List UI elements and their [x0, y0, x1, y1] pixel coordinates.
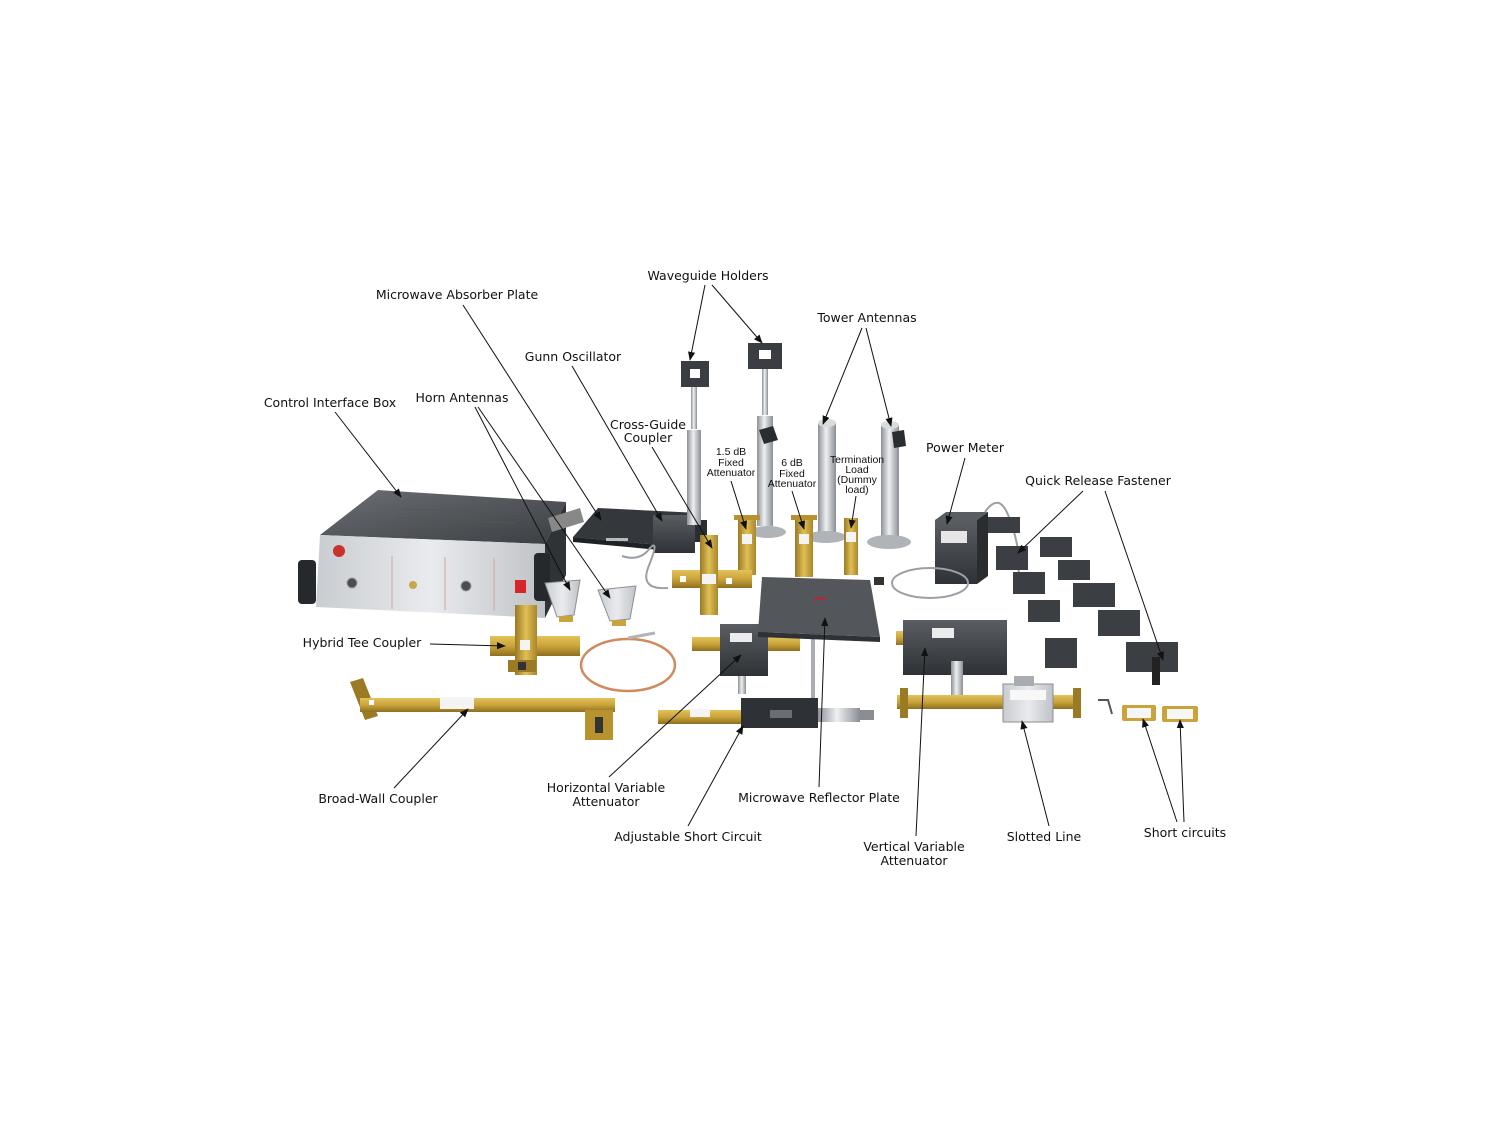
slotted-line-drawing [897, 676, 1113, 723]
horn-antennas-label: Horn Antennas [416, 390, 509, 405]
microwave-absorber-plate-label: Microwave Absorber Plate [376, 287, 539, 302]
cross-guide-coupler-drawing [672, 535, 752, 615]
control-interface-box-label: Control Interface Box [264, 395, 396, 410]
adjustable-short-circuit-label: Adjustable Short Circuit [614, 829, 762, 844]
waveguide-holders-label: Waveguide Holders [647, 268, 768, 283]
fixed-attenuator-6db-label-line2: Fixed [779, 468, 805, 480]
termination-load-label-line4: load) [845, 484, 868, 496]
slotted-line-label: Slotted Line [1007, 829, 1082, 844]
broad-wall-coupler-label: Broad-Wall Coupler [318, 791, 438, 806]
tower-antennas-label: Tower Antennas [816, 310, 916, 325]
horn-antennas-drawing [544, 579, 637, 626]
hybrid-tee-coupler-label: Hybrid Tee Coupler [303, 635, 423, 650]
leader-lines [334, 284, 1185, 837]
gunn-oscillator-label: Gunn Oscillator [525, 349, 622, 364]
cross-guide-coupler-label-line2: Coupler [624, 430, 673, 445]
short-circuits-label: Short circuits [1144, 825, 1226, 840]
fixed-attenuator-15db-label-line3: Attenuator [707, 467, 756, 479]
microwave-reflector-plate-label: Microwave Reflector Plate [738, 790, 900, 805]
fixed-attenuator-6db-label-line3: Attenuator [768, 478, 817, 490]
termination-load-label-line1: Termination [830, 454, 884, 466]
horizontal-variable-attenuator-label-line2: Attenuator [572, 794, 640, 809]
termination-load-label-line3: (Dummy [837, 474, 877, 486]
termination-load-label-line2: Load [845, 464, 869, 476]
vertical-variable-attenuator-label-line2: Attenuator [880, 853, 948, 868]
quick-release-fastener-label: Quick Release Fastener [1025, 473, 1172, 488]
tower-antennas-drawing [806, 419, 911, 549]
vertical-variable-attenuator-label-line1: Vertical Variable [863, 839, 965, 854]
vertical-variable-attenuator-drawing [896, 620, 1007, 701]
fixed-attenuator-15db-label-line2: Fixed [718, 457, 744, 469]
labels: Waveguide Holders Microwave Absorber Pla… [264, 268, 1226, 868]
quick-release-fasteners-drawing [988, 517, 1178, 685]
power-meter-label: Power Meter [926, 440, 1005, 455]
fixed-attenuator-6db-label-line1: 6 dB [781, 457, 803, 469]
hybrid-tee-drawing [490, 605, 580, 675]
cross-guide-coupler-label-line1: Cross-Guide [610, 417, 686, 432]
fixed-attenuator-15db-label-line1: 1.5 dB [716, 446, 746, 458]
fixed-attenuators-drawing [734, 515, 858, 577]
short-circuits-drawing [1122, 705, 1198, 722]
horizontal-variable-attenuator-label-line1: Horizontal Variable [547, 780, 666, 795]
reflector-plate-drawing [758, 577, 880, 642]
copper-cable-drawing [579, 631, 677, 693]
broad-wall-coupler-drawing [350, 678, 623, 740]
waveguide-holders-drawing [681, 343, 786, 538]
control-interface-box-drawing [298, 490, 584, 618]
adjustable-short-circuit-drawing [658, 698, 874, 728]
